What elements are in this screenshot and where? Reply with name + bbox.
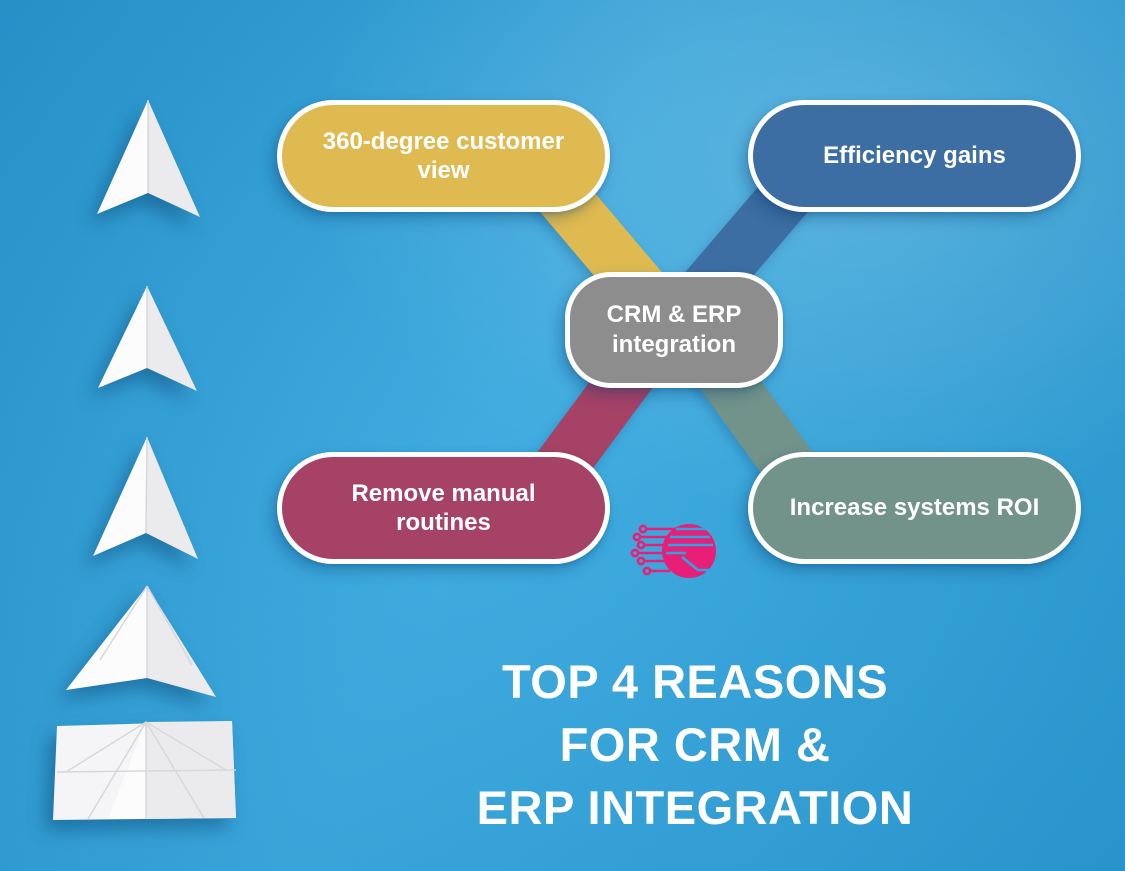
unfolded-paper-icon xyxy=(53,721,237,820)
reason-label: 360-degree customer view xyxy=(322,127,565,184)
title-line-1: TOP 4 REASONS xyxy=(501,655,889,708)
reason-pill-efficiency: Efficiency gains xyxy=(748,100,1081,212)
page-title: TOP 4 REASONS FOR CRM & ERP INTEGRATION xyxy=(415,650,975,839)
logo-circuit-traces xyxy=(630,524,676,576)
title-line-2: FOR CRM & xyxy=(559,718,831,771)
reason-label: Efficiency gains xyxy=(823,142,1006,170)
paper-plane-icon xyxy=(93,436,198,559)
paper-planes-decoration xyxy=(53,100,237,820)
reason-pill-systems-roi: Increase systems ROI xyxy=(748,452,1081,564)
center-node-crm-erp: CRM & ERP integration xyxy=(565,272,783,388)
reason-pill-manual-routines: Remove manual routines xyxy=(277,452,610,564)
reason-label: Increase systems ROI xyxy=(789,494,1040,522)
title-line-3: ERP INTEGRATION xyxy=(476,781,914,834)
reason-label: Remove manual routines xyxy=(351,479,536,536)
reason-pill-360-view: 360-degree customer view xyxy=(277,100,610,212)
logo-circuit-cutlines xyxy=(666,527,713,572)
paper-plane-icon xyxy=(97,100,200,217)
paper-plane-icon xyxy=(98,286,197,391)
center-node-label: CRM & ERP integration xyxy=(606,301,742,358)
paper-plane-icon xyxy=(66,585,216,697)
circuit-circle-logo-icon xyxy=(630,524,716,578)
